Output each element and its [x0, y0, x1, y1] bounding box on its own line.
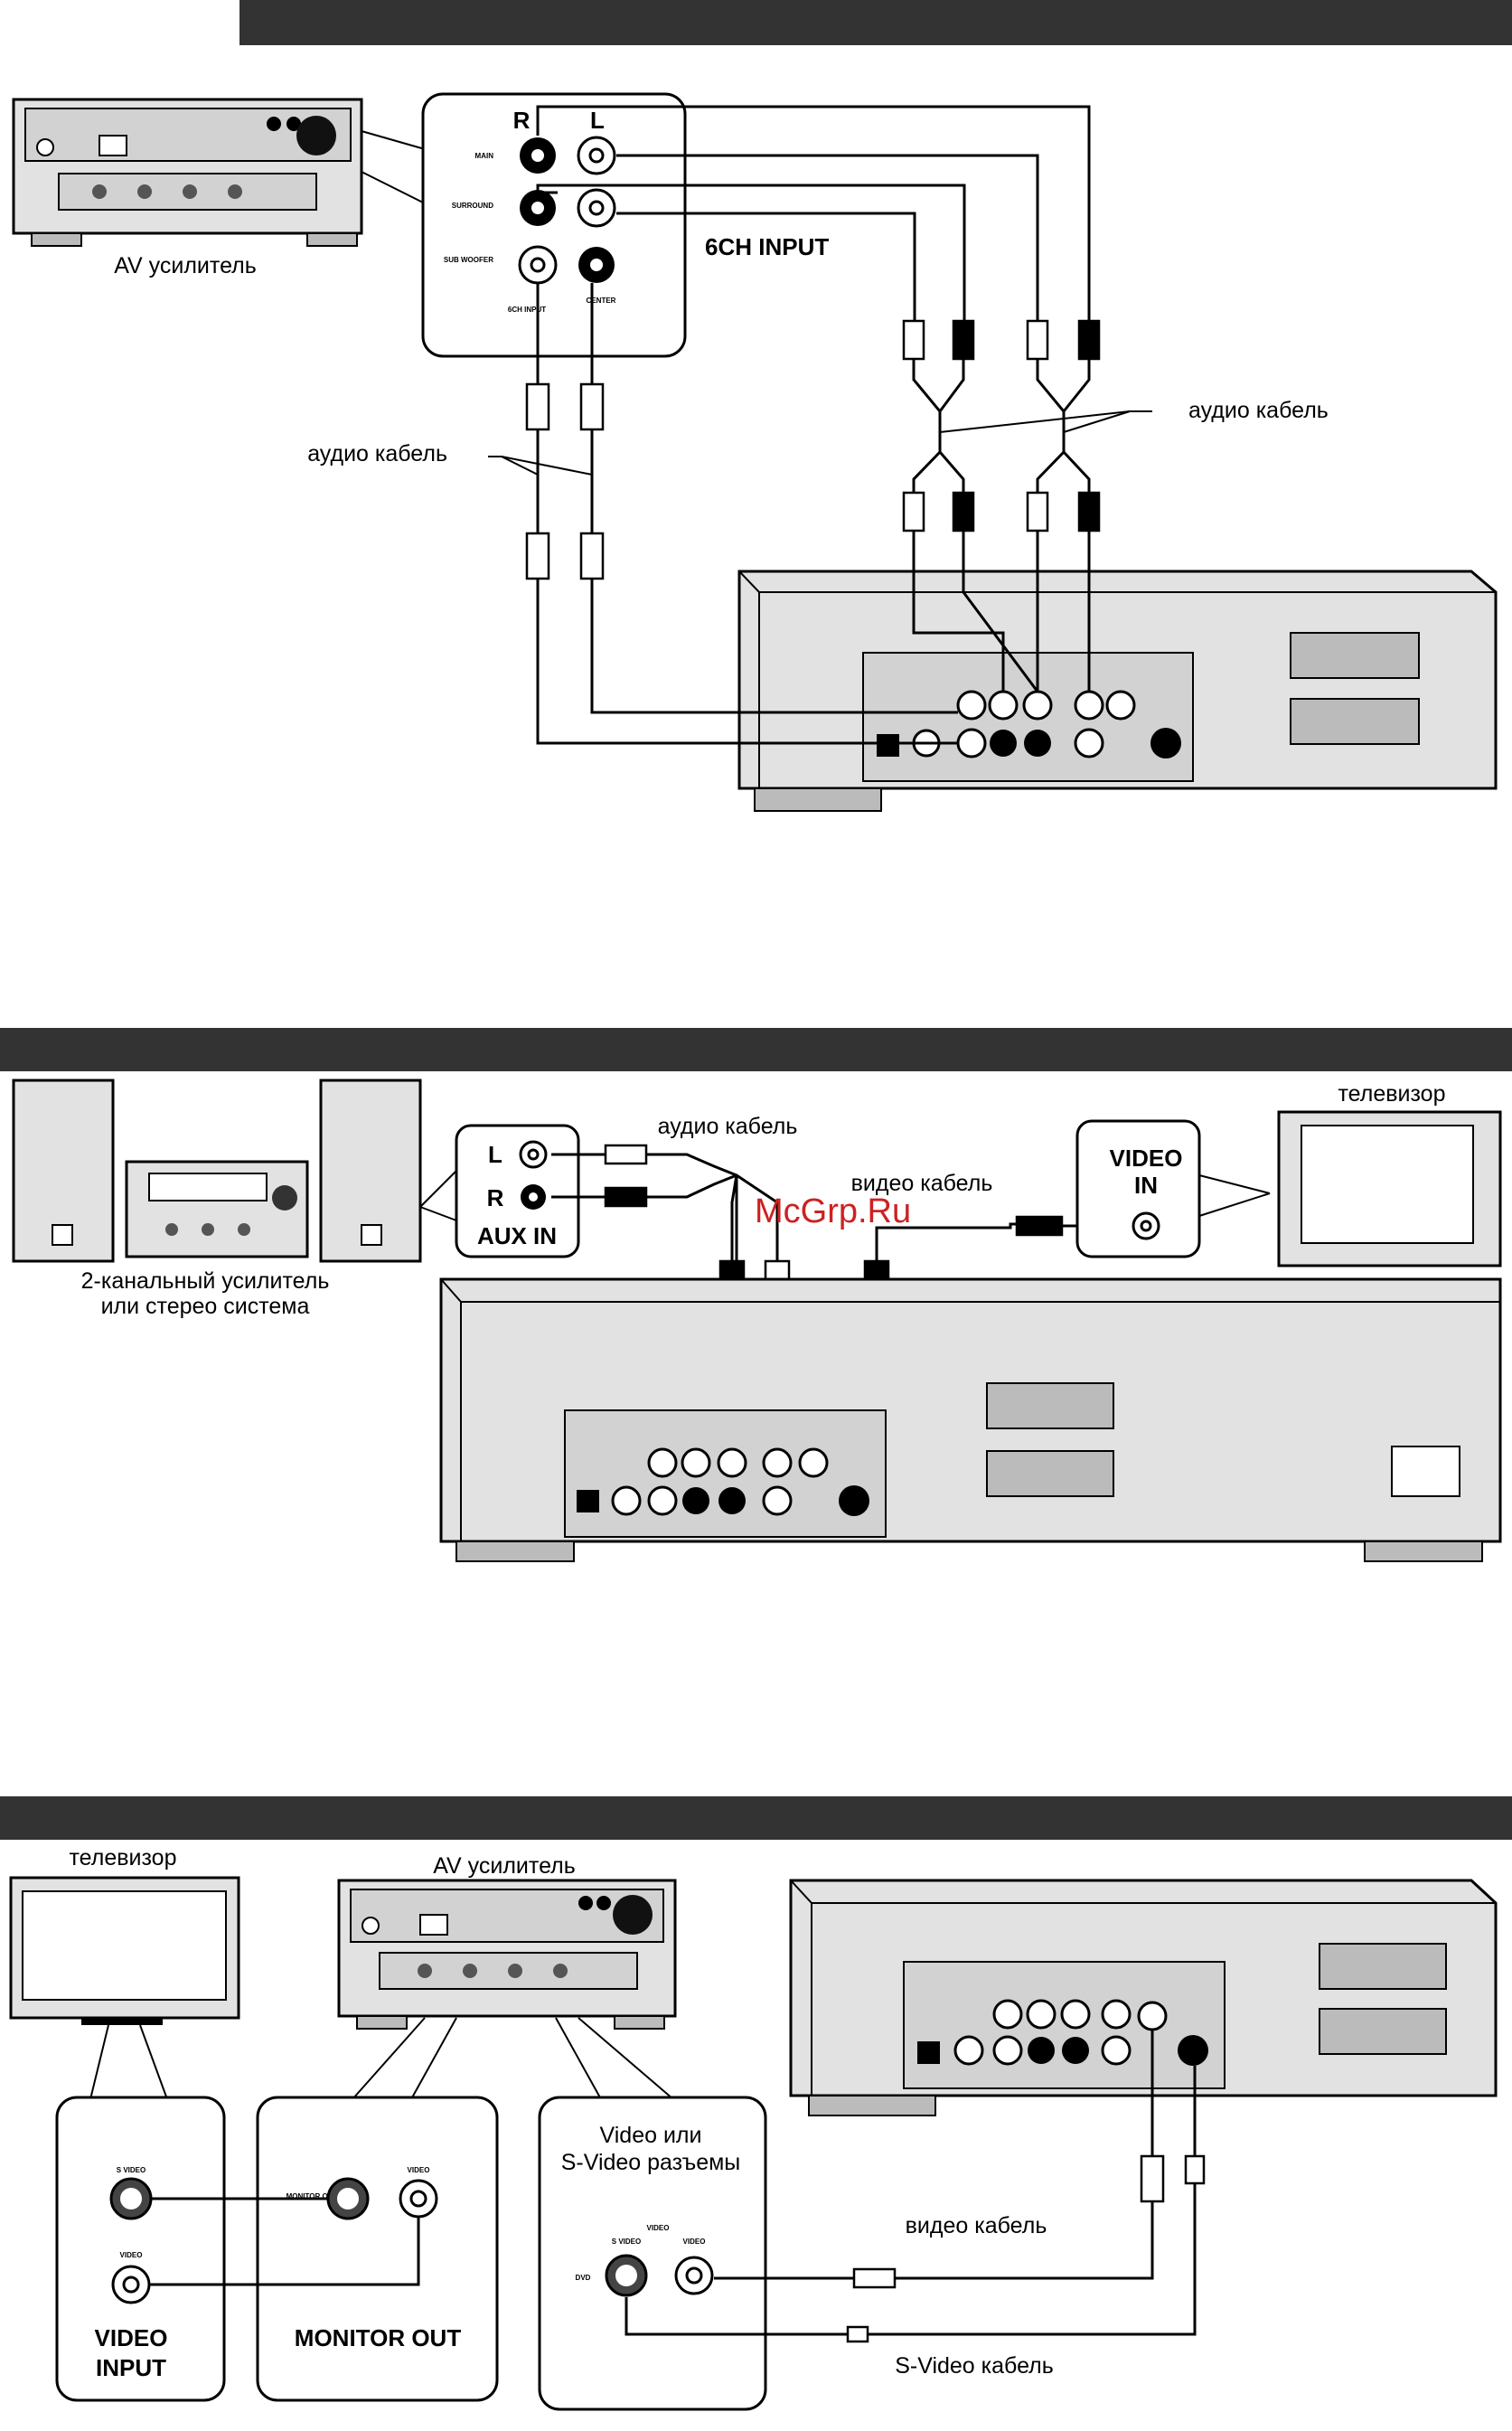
aux-jack-l-label: L — [488, 1141, 502, 1168]
six-ch-jacks — [518, 136, 616, 285]
dvd-panel-video-label-2: VIDEO — [683, 2238, 706, 2246]
video-cable-label-2: видео кабель — [851, 1171, 993, 1196]
dvd-panel-video-label: VIDEO — [647, 2224, 670, 2232]
monitor-out-label: MONITOR OUT — [295, 2324, 462, 2351]
tv-device-2 — [1277, 1110, 1502, 1267]
av-amplifier-device — [12, 98, 363, 247]
aux-in-label: AUX IN — [477, 1222, 557, 1249]
six-ch-input-callout — [421, 92, 687, 358]
video-in-callout — [1075, 1119, 1201, 1258]
av-amplifier-device-3 — [337, 1879, 677, 2030]
row-surround-label: SURROUND — [452, 202, 493, 210]
section3-diagram: телевизор AV усилитель S VIDEO VIDEO VID… — [9, 1845, 1498, 2411]
row-center-label: CENTER — [587, 297, 616, 305]
amp-monitor-out-small-label: MONITOR OUT — [286, 2192, 338, 2200]
audio-cable-right-label: аудио кабель — [1188, 398, 1329, 423]
dvd-player-rear-panel-2 — [439, 1277, 1502, 1562]
dvd-connectors-callout — [538, 2096, 767, 2411]
connectors-line1: Video или — [600, 2123, 702, 2148]
dvd-small-label: DVD — [576, 2274, 591, 2282]
video-in-line2: IN — [1134, 1172, 1158, 1199]
connectors-line2: S-Video разъемы — [561, 2150, 741, 2175]
video-input-callout — [55, 2096, 226, 2402]
stereo-label-line2: или стерео система — [101, 1294, 310, 1319]
audio-cable-left-label: аудио кабель — [307, 441, 447, 466]
tv-label-3: телевизор — [70, 1845, 177, 1870]
tv-svideo-small-label: S VIDEO — [117, 2166, 146, 2174]
video-input-line2: INPUT — [96, 2354, 166, 2381]
stereo-system-device — [12, 1079, 422, 1263]
tv-device-3 — [9, 1876, 240, 2025]
section2-diagram: 2-канальный усилитель или стерео система… — [12, 1079, 1502, 1562]
amp-video-small-label: VIDEO — [408, 2166, 430, 2174]
tv-video-small-label: VIDEO — [120, 2251, 143, 2259]
dvd-player-rear-panel-1 — [737, 570, 1498, 812]
watermark-text: McGrp.Ru — [755, 1192, 911, 1230]
row-main-label: MAIN — [475, 152, 494, 160]
jack-r-label: R — [513, 107, 531, 134]
six-ch-input-small-label: 6CH INPUT — [508, 306, 546, 314]
dvd-player-rear-panel-3 — [789, 1879, 1498, 2116]
svideo-cable-label: S-Video кабель — [895, 2353, 1054, 2379]
audio-cable-label-2: аудио кабель — [658, 1114, 798, 1139]
row-sub-label: SUB WOOFER — [444, 256, 493, 264]
dvd-panel-svideo-label: S VIDEO — [612, 2238, 641, 2246]
video-input-line1: VIDEO — [95, 2324, 168, 2351]
av-amplifier-label-3: AV усилитель — [433, 1853, 576, 1879]
monitor-out-callout — [256, 2096, 499, 2402]
jack-l-label: L — [590, 107, 605, 134]
section1-diagram: AV усилитель R L MAIN SURROUND SUB WOOFE… — [12, 92, 1498, 812]
stereo-label-line1: 2-канальный усилитель — [81, 1268, 330, 1294]
aux-in-callout — [455, 1124, 580, 1258]
six-ch-input-title: 6CH INPUT — [705, 233, 829, 260]
section2-header-bar — [0, 1028, 1512, 1071]
aux-jack-r-label: R — [487, 1184, 504, 1211]
section1-header-bar — [239, 0, 1512, 45]
video-cable-label-3: видео кабель — [906, 2213, 1047, 2238]
av-amplifier-label: AV усилитель — [114, 253, 257, 278]
tv-label-2: телевизор — [1338, 1081, 1446, 1107]
video-in-line1: VIDEO — [1110, 1145, 1183, 1172]
section3-header-bar — [0, 1796, 1512, 1840]
